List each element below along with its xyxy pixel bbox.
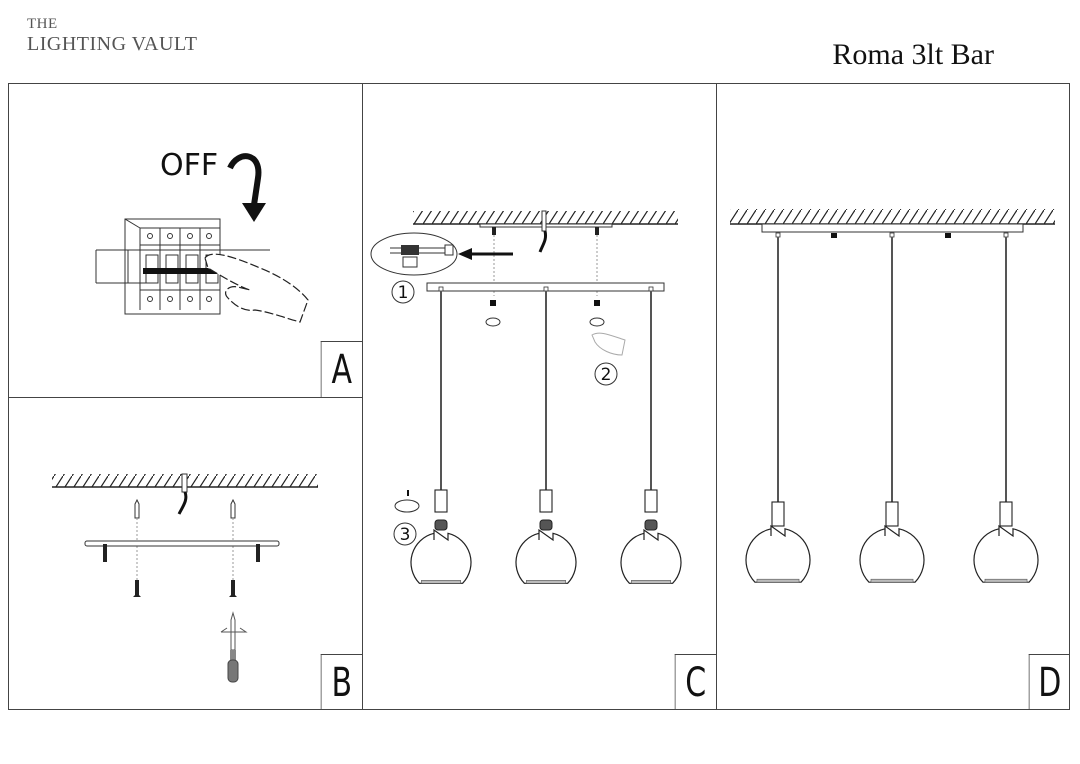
lamp-holder <box>434 489 448 513</box>
arrow-left-icon <box>458 248 513 260</box>
lamp-holder <box>539 489 553 513</box>
rotate-icon <box>589 317 605 327</box>
panel-divider <box>8 397 362 398</box>
hand-icon <box>591 332 626 356</box>
lamp-holder <box>885 501 899 527</box>
cable-icon <box>177 473 188 515</box>
panel-a-illustration: OFF <box>95 148 309 323</box>
pendant-light <box>515 286 577 584</box>
step-1-marker: 1 <box>391 280 415 304</box>
panel-label-b: B <box>320 654 362 710</box>
off-text: OFF <box>160 148 218 183</box>
bulb-cap <box>434 519 448 531</box>
panel-divider <box>362 83 363 710</box>
curved-arrow-icon <box>227 153 266 222</box>
svg-text:3: 3 <box>400 525 411 545</box>
bulb-cap <box>539 519 553 531</box>
brand-line-1: THE <box>27 16 58 32</box>
breaker-switch-bar <box>143 268 223 274</box>
screw-icon <box>133 580 237 597</box>
panel-label-d: D <box>1028 654 1070 710</box>
rotate-icon <box>394 490 420 513</box>
bulb-cap <box>644 519 658 531</box>
cable-icon <box>538 210 547 253</box>
lamp-holder <box>644 489 658 513</box>
glass-globe <box>515 528 577 584</box>
lamp-holder <box>771 501 785 527</box>
product-title: Roma 3lt Bar <box>832 38 994 71</box>
svg-text:1: 1 <box>398 283 409 303</box>
glass-globe <box>410 528 472 584</box>
panel-b-illustration <box>52 473 318 683</box>
rotate-icon <box>485 317 501 327</box>
brand-logo: THE LIGHTING VAULT <box>27 16 198 55</box>
canopy-bar <box>761 223 1024 233</box>
panel-label-c: C <box>674 654 716 710</box>
glass-globe <box>973 524 1039 583</box>
panel-divider <box>716 83 717 710</box>
glass-globe <box>745 524 811 583</box>
hand-icon <box>204 253 309 323</box>
ceiling <box>730 209 1055 224</box>
lamp-holder <box>999 501 1013 527</box>
glass-globe <box>620 528 682 584</box>
wiring-detail-icon <box>370 232 458 276</box>
pendant-light <box>410 286 472 584</box>
instruction-frame <box>8 83 1070 710</box>
step-2-marker: 2 <box>594 362 618 386</box>
pendant-light <box>973 232 1039 583</box>
mounting-bracket <box>84 540 280 547</box>
pendant-light <box>745 232 811 583</box>
svg-text:2: 2 <box>601 365 612 385</box>
brand-line-2: LIGHTING VAULT <box>27 33 198 55</box>
panel-label-a: A <box>320 341 362 397</box>
pendant-light <box>859 232 925 583</box>
screwdriver-icon <box>220 611 248 683</box>
panel-c-illustration: 1 2 3 <box>370 210 682 584</box>
panel-d-illustration <box>730 209 1055 583</box>
glass-globe <box>859 524 925 583</box>
pendant-light <box>620 286 682 584</box>
step-3-marker: 3 <box>393 522 417 546</box>
